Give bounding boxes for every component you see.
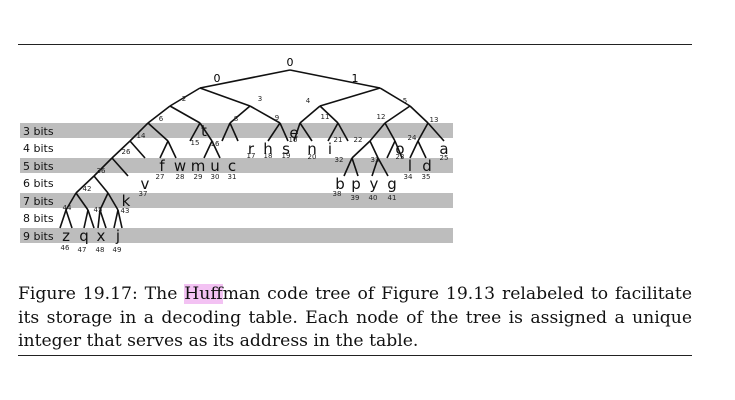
node-address: 16 [211, 140, 220, 148]
edge-label-left: 0 [214, 72, 221, 85]
level-bands [20, 123, 453, 243]
leaf-letter: v [141, 175, 150, 193]
node-address: 13 [430, 116, 439, 124]
leaf-letter: n [307, 140, 317, 158]
node-address: 26 [122, 148, 131, 156]
leaf-letter: i [328, 140, 332, 158]
node-address: 32 [335, 156, 344, 164]
node-address: 24 [408, 134, 417, 142]
leaf-letter: g [387, 175, 397, 193]
band-5-bits [20, 158, 453, 173]
node-address: 37 [139, 190, 148, 198]
node-address: 12 [377, 113, 386, 121]
bottom-rule [18, 355, 692, 356]
node-address: 48 [96, 246, 105, 254]
node-address: 3 [258, 95, 262, 103]
level-label: 8 bits [23, 212, 54, 225]
leaf-letter: h [263, 140, 273, 158]
node-address: 4 [306, 97, 311, 105]
edge-label-right: 1 [352, 72, 359, 85]
node-address: 43 [121, 207, 130, 215]
node-address: 2 [182, 95, 186, 103]
node-address: 35 [422, 173, 431, 181]
leaf-letter: w [174, 157, 186, 175]
leaf-letter: o [395, 140, 404, 158]
band-9-bits [20, 228, 453, 243]
node-address: 20 [308, 153, 317, 161]
node-address: 25 [440, 154, 449, 162]
node-address: 34 [404, 173, 413, 181]
top-rule [18, 44, 692, 45]
node-address: 36 [97, 167, 106, 175]
node-address: 23 [396, 153, 405, 161]
figure-caption: Figure 19.17: The Huffman code tree of F… [18, 283, 692, 354]
leaf-letter: b [335, 175, 345, 193]
leaf-letter: f [159, 157, 165, 175]
node-address: 18 [264, 152, 273, 160]
caption-highlight: Huff [184, 284, 223, 304]
tree-edges [59, 69, 445, 229]
node-address: 49 [113, 246, 122, 254]
node-address: 29 [194, 173, 203, 181]
leaf-letter: m [191, 157, 206, 175]
node-address: 46 [61, 244, 70, 252]
node-address: 38 [333, 190, 342, 198]
level-label: 3 bits [23, 125, 54, 138]
node-addresses: 2 3 4 5 6 8 9 10 11 12 13 14 15 16 17 18… [61, 95, 449, 254]
leaf-letter: c [228, 157, 236, 175]
level-label: 9 bits [23, 230, 54, 243]
leaf-letter: r [248, 140, 255, 158]
band-7-bits [20, 193, 453, 208]
leaf-letter: t [201, 122, 207, 140]
leaf-letter: d [422, 157, 432, 175]
node-address: 11 [321, 113, 330, 121]
leaf-letter: u [210, 157, 220, 175]
leaf-letter: p [351, 175, 361, 193]
node-address: 5 [403, 97, 407, 105]
node-address: 17 [247, 152, 256, 160]
node-address: 42 [83, 185, 92, 193]
node-address: 21 [334, 136, 343, 144]
level-label: 4 bits [23, 142, 54, 155]
node-address: 47 [78, 246, 87, 254]
leaf-letter: q [79, 227, 89, 245]
root-label: 0 [287, 56, 294, 69]
node-address: 19 [282, 152, 291, 160]
leaf-letters: t e r h s n i o a f w m u c l d v b p y … [62, 122, 449, 245]
leaf-letter: e [289, 124, 298, 142]
node-address: 27 [156, 173, 165, 181]
node-address: 28 [176, 173, 185, 181]
leaf-letter: l [408, 157, 412, 175]
node-address: 10 [289, 136, 298, 144]
node-address: 40 [369, 194, 378, 202]
level-label: 7 bits [23, 195, 54, 208]
leaf-letter: y [370, 175, 379, 193]
node-address: 31 [228, 173, 237, 181]
node-address: 33 [371, 156, 380, 164]
node-address: 22 [354, 136, 363, 144]
node-address: 6 [159, 115, 164, 123]
level-label: 5 bits [23, 160, 54, 173]
leaf-letter: z [62, 227, 70, 245]
leaf-letter: a [439, 140, 448, 158]
node-address: 8 [234, 115, 238, 123]
level-label: 6 bits [23, 177, 54, 190]
node-address: 39 [351, 194, 360, 202]
leaf-letter: x [97, 227, 106, 245]
node-address: 14 [137, 132, 146, 140]
leaf-letter: s [282, 140, 290, 158]
node-address: 41 [388, 194, 397, 202]
leaf-letter: k [122, 192, 131, 210]
node-address: 9 [275, 114, 279, 122]
node-address: 44 [63, 204, 72, 212]
node-address: 30 [211, 173, 220, 181]
level-labels: 3 bits 4 bits 5 bits 6 bits 7 bits 8 bit… [23, 125, 54, 243]
leaf-letter: j [115, 227, 120, 245]
caption-suffix: man code tree of Figure 19.13 relabeled … [18, 284, 692, 351]
caption-prefix: Figure 19.17: The [18, 284, 185, 304]
node-address: 45 [94, 206, 103, 214]
node-address: 15 [191, 139, 200, 147]
huffman-tree-figure: 3 bits 4 bits 5 bits 6 bits 7 bits 8 bit… [20, 56, 453, 254]
